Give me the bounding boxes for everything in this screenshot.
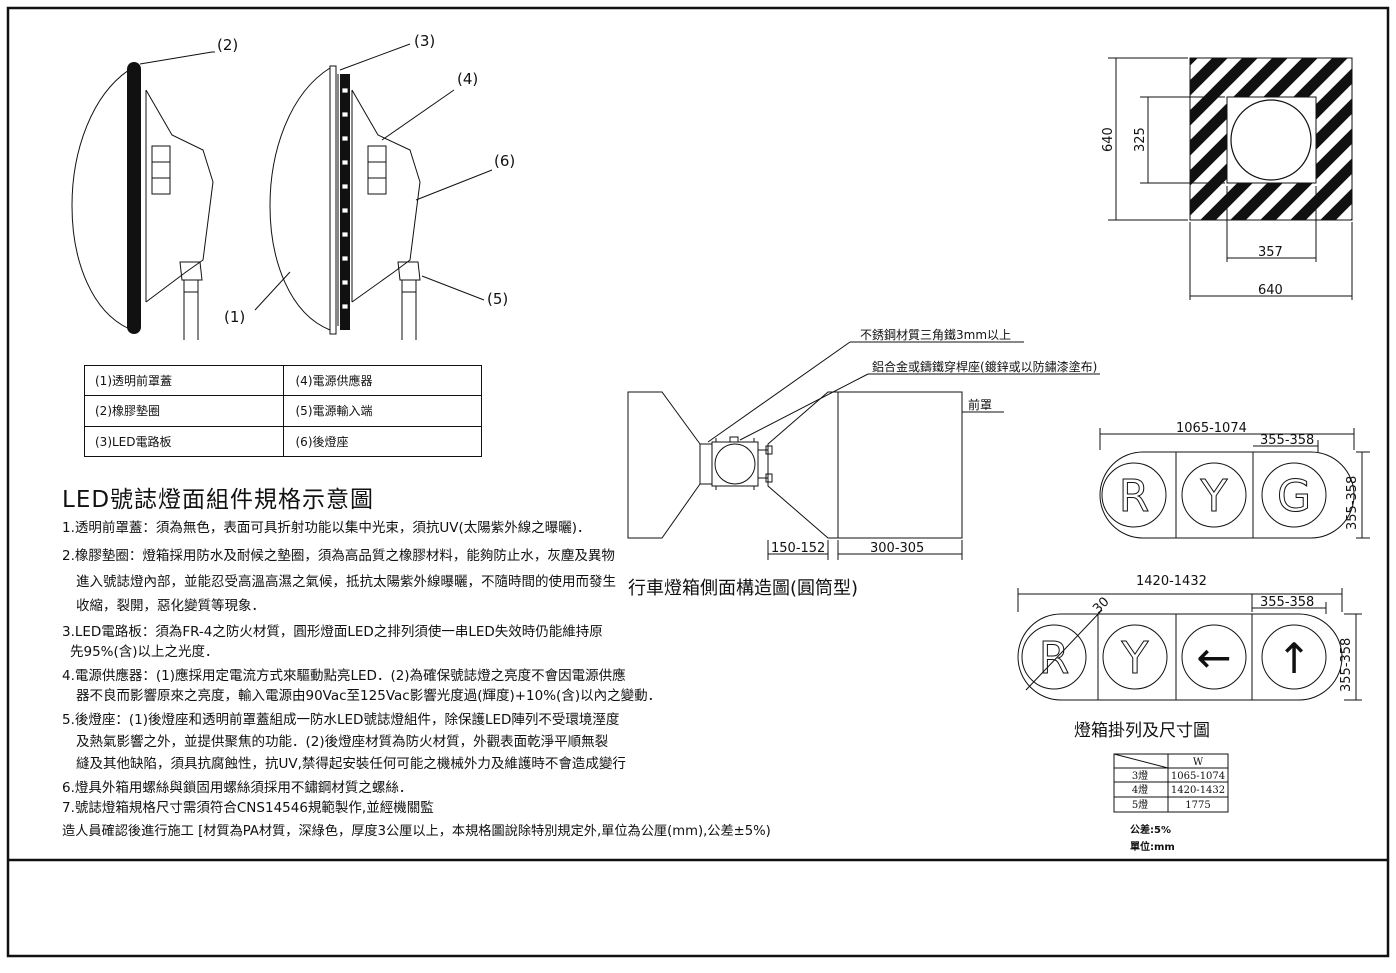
lamp-left-arrow-4: ← [1196, 633, 1231, 682]
lamp-y-3: Y [1200, 471, 1228, 522]
backboard-dimensions [1108, 57, 1353, 300]
callout-6: (6) [494, 152, 515, 170]
housing-side-view [627, 391, 963, 539]
dim-backboard-height: 640 [1101, 127, 1116, 152]
table-row: (2)橡膠墊圈 (5)電源輸入端 [84, 395, 482, 427]
note-7: 7.號誌燈箱規格尺寸需須符合CNS14546規範製作,並經機關監 [62, 800, 434, 816]
dim-inner-width: 357 [1258, 245, 1283, 260]
table-row: (3)LED電路板 (6)後燈座 [84, 425, 482, 458]
side-view-dimensions [767, 540, 963, 560]
unit-label: 單位:mm [1130, 840, 1175, 853]
rubber-gasket [127, 62, 141, 334]
dim-3-unit-h: 355-358 [1345, 476, 1360, 530]
side-view-leaders [707, 341, 1100, 443]
label-stainless-bracket: 不銹鋼材質三角鐵3mm以上 [860, 327, 1011, 342]
note-5: 5.後燈座：(1)後燈座和透明前罩蓋組成一防水LED號誌燈組件，除保護LED陣列… [62, 712, 620, 728]
table-cell: (6)後燈座 [282, 425, 482, 458]
dim-inner-height: 325 [1133, 127, 1148, 152]
table-cell: (5)電源輸入端 [282, 395, 482, 427]
spec-table [1113, 753, 1229, 813]
dim-4-total: 1420-1432 [1136, 574, 1207, 589]
note-6: 6.燈具外箱用螺絲與鎖固用螺絲須採用不鏽鋼材質之螺絲． [62, 780, 413, 796]
callout-1: (1) [224, 308, 245, 326]
lamp-y-4: Y [1121, 633, 1149, 684]
backboard-outline [1189, 57, 1353, 221]
led-markers [341, 87, 349, 310]
table-cell: (3)LED電路板 [84, 425, 284, 458]
spec-row-1-label: 3燈 [1132, 770, 1148, 782]
callout-leaders [139, 43, 493, 311]
signal-4-lamp-housing [1017, 609, 1343, 701]
lamp-r-3: R [1119, 471, 1150, 522]
spec-row-1-value: 1065-1074 [1171, 771, 1225, 782]
signal-3-lamp-housing [1099, 451, 1355, 539]
led-circuit-board [340, 74, 350, 330]
tolerance-label: 公差:5% [1130, 823, 1171, 836]
spec-header-w: W [1193, 757, 1204, 768]
dim-150-152: 150-152 [771, 541, 825, 556]
table-row: (1)透明前罩蓋 (4)電源供應器 [84, 364, 482, 397]
dim-3-unit-w: 355-358 [1260, 433, 1314, 448]
table-cell: (1)透明前罩蓋 [84, 364, 284, 397]
note-4-cont: 器不良而影響原來之亮度，輸入電源由90Vac至125Vac影響光度過(輝度)+1… [76, 688, 662, 704]
signal-3-dimensions [1099, 428, 1370, 539]
signal-4-dimensions [1017, 588, 1362, 701]
sheet-border [6, 6, 1390, 958]
note-2-cont-b: 收縮，裂開，惡化變質等現象． [76, 598, 265, 614]
main-title: LED號誌燈面組件規格示意圖 [62, 487, 375, 513]
callout-5: (5) [487, 290, 508, 308]
side-view-caption: 行車燈箱側面構造圖(圓筒型) [628, 578, 858, 599]
note-2: 2.橡膠墊圈：燈箱採用防水及耐候之墊圈，須為高品質之橡膠材料，能夠防止水，灰塵及… [62, 548, 615, 564]
lamp-assembly-view-a [71, 67, 214, 340]
layout-caption: 燈箱掛列及尺寸圖 [1074, 721, 1210, 741]
lamp-up-arrow-4: ↑ [1276, 634, 1311, 683]
spec-row-2-value: 1420-1432 [1171, 785, 1225, 796]
lamp-assembly-view-b [269, 65, 421, 340]
note-3: 3.LED電路板：須為FR-4之防火材質，圓形燈面LED之排列須使一串LED失效… [62, 624, 603, 640]
dim-4-unit-h: 355-358 [1339, 638, 1354, 692]
note-5-cont-b: 縫及其他缺陷，須具抗腐蝕性，抗UV,禁得起安裝任何可能之機械外力及維護時不會造成… [76, 756, 626, 772]
backboard-lamp-circle [1230, 99, 1312, 181]
lamp-r-4: R [1039, 633, 1070, 684]
note-3-cont: 先95%(含)以上之光度． [70, 644, 219, 660]
backboard-hatch [1190, 58, 1352, 220]
note-1: 1.透明前罩蓋：須為無色，表面可具折射功能以集中光束，須抗UV(太陽紫外線之曝曬… [62, 520, 591, 536]
note-2-cont-a: 進入號誌燈內部，並能忍受高溫高濕之氣候，抵抗太陽紫外線曝曬，不隨時間的使用而發生 [76, 574, 616, 590]
dim-backboard-width: 640 [1258, 283, 1283, 298]
note-5-cont-a: 及熱氣影響之外，並提供聚焦的功能．(2)後燈座材質為防火材質，外觀表面乾淨平順無… [76, 734, 609, 750]
spec-row-3-label: 5燈 [1132, 799, 1148, 811]
callout-3: (3) [414, 32, 435, 50]
note-7-cont: 造人員確認後進行施工 [材質為PA材質，深綠色，厚度3公厘以上，本規格圖說除特別… [62, 824, 771, 839]
dim-300-305: 300-305 [870, 541, 924, 556]
dim-4-angle: 30 [1090, 595, 1112, 617]
lamp-g-3: G [1277, 471, 1311, 522]
label-pipe-mount: 鋁合金或鑄鐵穿桿座(鍍鋅或以防鏽漆塗布) [872, 359, 1097, 374]
dim-4-unit-w: 355-358 [1260, 595, 1314, 610]
spec-row-2-label: 4燈 [1132, 784, 1148, 796]
note-4: 4.電源供應器：(1)應採用定電流方式來驅動點亮LED．(2)為確保號誌燈之亮度… [62, 668, 626, 684]
dim-3-total: 1065-1074 [1176, 421, 1247, 436]
callout-4: (4) [457, 70, 478, 88]
label-front-cover: 前罩 [968, 397, 992, 412]
parts-table: (1)透明前罩蓋 (4)電源供應器 (2)橡膠墊圈 (5)電源輸入端 (3)LE… [84, 364, 482, 458]
table-cell: (2)橡膠墊圈 [84, 395, 284, 427]
table-cell: (4)電源供應器 [282, 364, 482, 397]
spec-row-3-value: 1775 [1185, 800, 1210, 811]
callout-2: (2) [217, 36, 238, 54]
